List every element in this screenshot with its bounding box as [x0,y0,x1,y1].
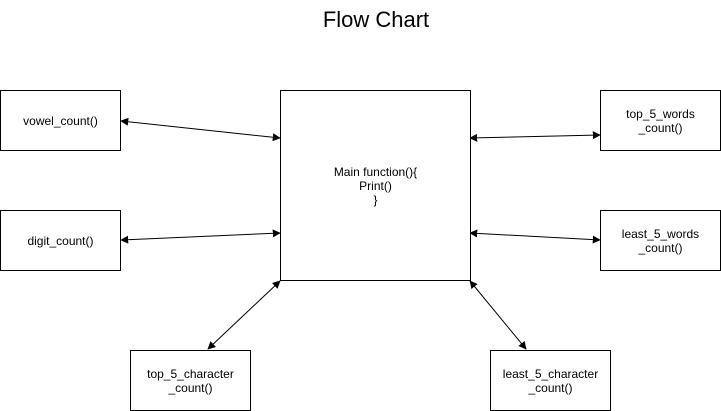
node-main-function[interactable]: Main function(){ Print() } [280,90,471,281]
node-top-5-character-count-line-1: top_5_character [147,366,234,381]
node-least-5-words-count-line-1: least_5_words [621,226,700,241]
node-vowel-count[interactable]: vowel_count() [0,90,121,151]
node-main-line-2: Print() [359,178,392,193]
node-main-line-3: } [373,192,378,207]
node-least-5-character-count-line-1: least_5_character [502,366,599,381]
node-least-5-character-count-line-2: _count() [528,380,573,395]
node-least-5-character-count[interactable]: least_5_character _count() [490,350,611,411]
edge-main-least-5-words-count [469,229,601,244]
node-digit-count-label: digit_count() [27,233,94,248]
edge-main-digit-count [120,229,281,244]
edge-main-top-5-words-count [469,131,601,142]
node-main-line-1: Main function(){ [333,164,418,179]
node-least-5-words-count[interactable]: least_5_words _count() [600,210,721,271]
diagram-title: Flow Chart [322,7,430,32]
edge-main-top-5-character-count [207,280,281,350]
node-top-5-words-count-line-2: _count() [638,120,683,135]
node-least-5-words-count-line-2: _count() [638,240,683,255]
node-digit-count[interactable]: digit_count() [0,210,121,271]
node-top-5-character-count[interactable]: top_5_character _count() [130,350,251,411]
node-top-5-words-count[interactable]: top_5_words _count() [600,90,721,151]
node-top-5-words-count-line-1: top_5_words [626,106,695,121]
node-vowel-count-label: vowel_count() [23,113,98,128]
node-top-5-character-count-line-2: _count() [168,380,213,395]
edge-main-vowel-count [120,117,281,142]
edge-main-least-5-character-count [469,280,527,350]
